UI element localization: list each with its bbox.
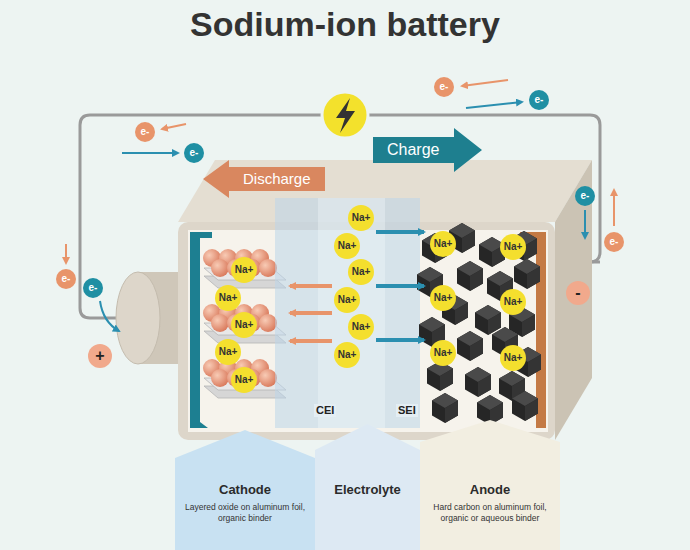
title-block: Sodium-ion battery [0,4,690,44]
panel-heading: Electrolyte [321,482,414,498]
panel-heading: Cathode [181,482,309,498]
electron: e- [575,186,595,206]
sodium-ion: Na+ [500,345,526,371]
panel-body: Hard carbon on aluminum foil, organic or… [426,502,554,524]
panel-heading: Anode [426,482,554,498]
sodium-ion: Na+ [348,205,374,231]
sodium-ion: Na+ [231,367,257,393]
anode-panel: AnodeHard carbon on aluminum foil, organ… [420,420,560,550]
arrow-text: Discharge [229,167,325,191]
node-label: e- [190,148,199,158]
shape-fill [420,420,560,550]
sodium-ion: Na+ [430,340,456,366]
shape-fill [373,128,482,172]
node-label: Na+ [352,322,371,332]
node-label: Na+ [338,241,357,251]
negative-terminal: - [566,281,590,305]
shape-fill [175,430,315,550]
sodium-ion: Na+ [348,259,374,285]
layer-label: CEI [314,404,336,417]
sodium-ion: Na+ [231,257,257,283]
title: Sodium-ion battery [190,4,500,44]
node-label: Na+ [504,242,523,252]
sodium-ion: Na+ [430,285,456,311]
sodium-ion: Na+ [334,342,360,368]
panel-text: Electrolyte [315,424,420,498]
panel-text: CathodeLayered oxide on aluminum foil, o… [175,430,315,524]
shape-fill [315,424,420,550]
node-label: Na+ [235,320,254,330]
cathode-panel: CathodeLayered oxide on aluminum foil, o… [175,430,315,550]
electron: e- [83,278,103,298]
node-label: Na+ [352,213,371,223]
node-label: Na+ [338,350,357,360]
sodium-ion: Na+ [215,339,241,365]
node-label: e- [62,274,71,284]
arrow-label: Discharge [243,167,311,191]
node-label: Na+ [434,293,453,303]
electron: e- [56,269,76,289]
node-label: e- [610,237,619,247]
node-label: + [95,348,104,364]
arrow-label: Charge [387,137,439,163]
node-label: Na+ [219,293,238,303]
electrolyte-panel: Electrolyte [315,424,420,550]
panel-body: Layered oxide on aluminum foil, organic … [181,502,309,524]
layer-label: SEI [396,404,418,417]
node-label: e- [440,82,449,92]
discharge-arrow: Discharge [203,160,325,198]
node-label: Na+ [235,375,254,385]
node-label: e- [535,95,544,105]
charge-arrow: Charge [373,128,482,172]
node-label: Na+ [434,348,453,358]
sodium-ion: Na+ [500,289,526,315]
node-label: Na+ [235,265,254,275]
electron: e- [434,77,454,97]
node-label: e- [581,191,590,201]
sodium-ion: Na+ [334,233,360,259]
positive-terminal: + [88,344,112,368]
shape-fill [203,160,325,198]
electron: e- [184,143,204,163]
sodium-ion: Na+ [215,285,241,311]
node-label: Na+ [352,267,371,277]
node-label: e- [141,127,150,137]
node-label: Na+ [219,347,238,357]
sodium-ion: Na+ [500,234,526,260]
node-label: - [575,285,580,301]
sodium-ion: Na+ [334,287,360,313]
node-label: Na+ [504,353,523,363]
sodium-ion: Na+ [348,314,374,340]
node-label: Na+ [338,295,357,305]
arrow-text: Charge [373,137,453,163]
node-label: e- [89,283,98,293]
node-label: Na+ [504,297,523,307]
electron: e- [604,232,624,252]
panel-text: AnodeHard carbon on aluminum foil, organ… [420,420,560,524]
node-label: Na+ [434,239,453,249]
electron: e- [135,122,155,142]
electron: e- [529,90,549,110]
sodium-ion: Na+ [430,231,456,257]
sodium-ion: Na+ [231,312,257,338]
